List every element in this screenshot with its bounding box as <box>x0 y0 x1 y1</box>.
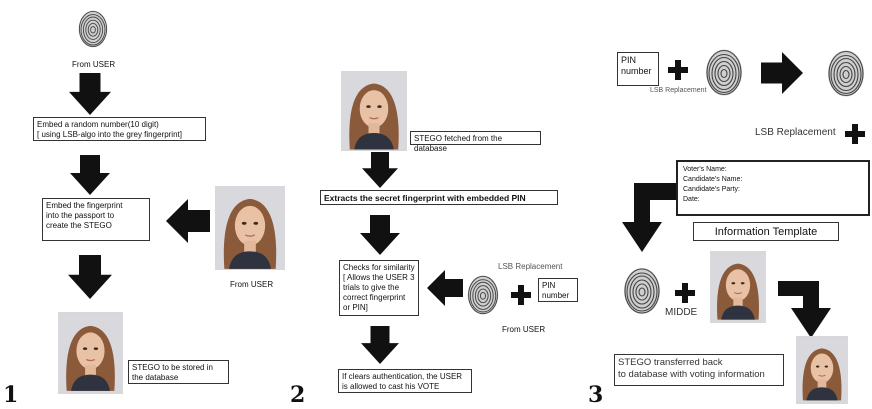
plus-icon <box>675 283 695 303</box>
from-user-label: From USER <box>72 60 116 69</box>
elbow-arrow <box>778 281 831 338</box>
user-photo <box>215 186 285 270</box>
template-line: Voter's Name: <box>683 166 727 173</box>
plus-icon <box>511 285 531 305</box>
stego-photo <box>796 336 848 404</box>
stego-store-box: STEGO to be stored in the database <box>128 360 229 384</box>
fingerprint-icon <box>704 45 744 100</box>
similarity-check-box: Checks for similarity [ Allows the USER … <box>339 260 419 316</box>
arrow-down-icon <box>357 152 403 188</box>
fingerprint-icon <box>622 262 662 320</box>
lsb-replacement-label: LSB Replacement <box>755 127 836 138</box>
arrow-down-icon <box>66 155 114 195</box>
user-photo <box>710 251 766 323</box>
stego-transferred-box: STEGO transferred back to database with … <box>614 354 784 386</box>
from-user-label: From USER <box>230 280 274 289</box>
fingerprint-icon <box>826 45 866 102</box>
panel-number: 1 <box>3 382 19 408</box>
arrow-down-icon <box>66 73 114 115</box>
lsb-replacement-label: LSB Replacement <box>498 262 563 271</box>
arrow-down-icon <box>357 326 403 364</box>
elbow-arrow <box>622 183 676 252</box>
pin-number-box: PIN number <box>617 52 659 86</box>
template-line: Candidate's Name: <box>683 176 743 183</box>
embed-random-number-box: Embed a random number(10 digit) [ using … <box>33 117 206 141</box>
template-line: Candidate's Party: <box>683 186 740 193</box>
fingerprint-icon <box>466 270 500 320</box>
authentication-result-box: If clears authentication, the USER is al… <box>338 369 472 393</box>
plus-icon <box>845 124 865 144</box>
voter-template-box: Voter's Name: Candidate's Name: Candidat… <box>676 160 870 216</box>
fingerprint-icon <box>77 5 109 53</box>
panel-number: 3 <box>588 382 604 408</box>
midde-label: MIDDE <box>665 307 698 318</box>
arrow-left-icon <box>163 199 213 243</box>
embed-fingerprint-box: Embed the fingerprint into the passport … <box>42 198 150 241</box>
from-user-label: From USER <box>502 325 546 334</box>
pin-number-box: PIN number <box>538 278 578 302</box>
arrow-right-icon <box>758 52 806 94</box>
arrow-down-icon <box>66 255 114 299</box>
stego-fetched-box: STEGO fetched from the database <box>410 131 541 153</box>
panel-number: 2 <box>290 382 306 408</box>
stego-photo <box>341 71 407 151</box>
lsb-replacement-label: LSB Replacement <box>650 87 707 94</box>
template-line: Date: <box>683 196 700 203</box>
stego-photo <box>58 312 123 394</box>
plus-icon <box>668 60 688 80</box>
arrow-left-icon <box>426 270 464 306</box>
information-template-label: Information Template <box>693 222 839 241</box>
arrow-down-icon <box>357 215 403 255</box>
extracts-box: Extracts the secret fingerprint with emb… <box>320 190 558 205</box>
